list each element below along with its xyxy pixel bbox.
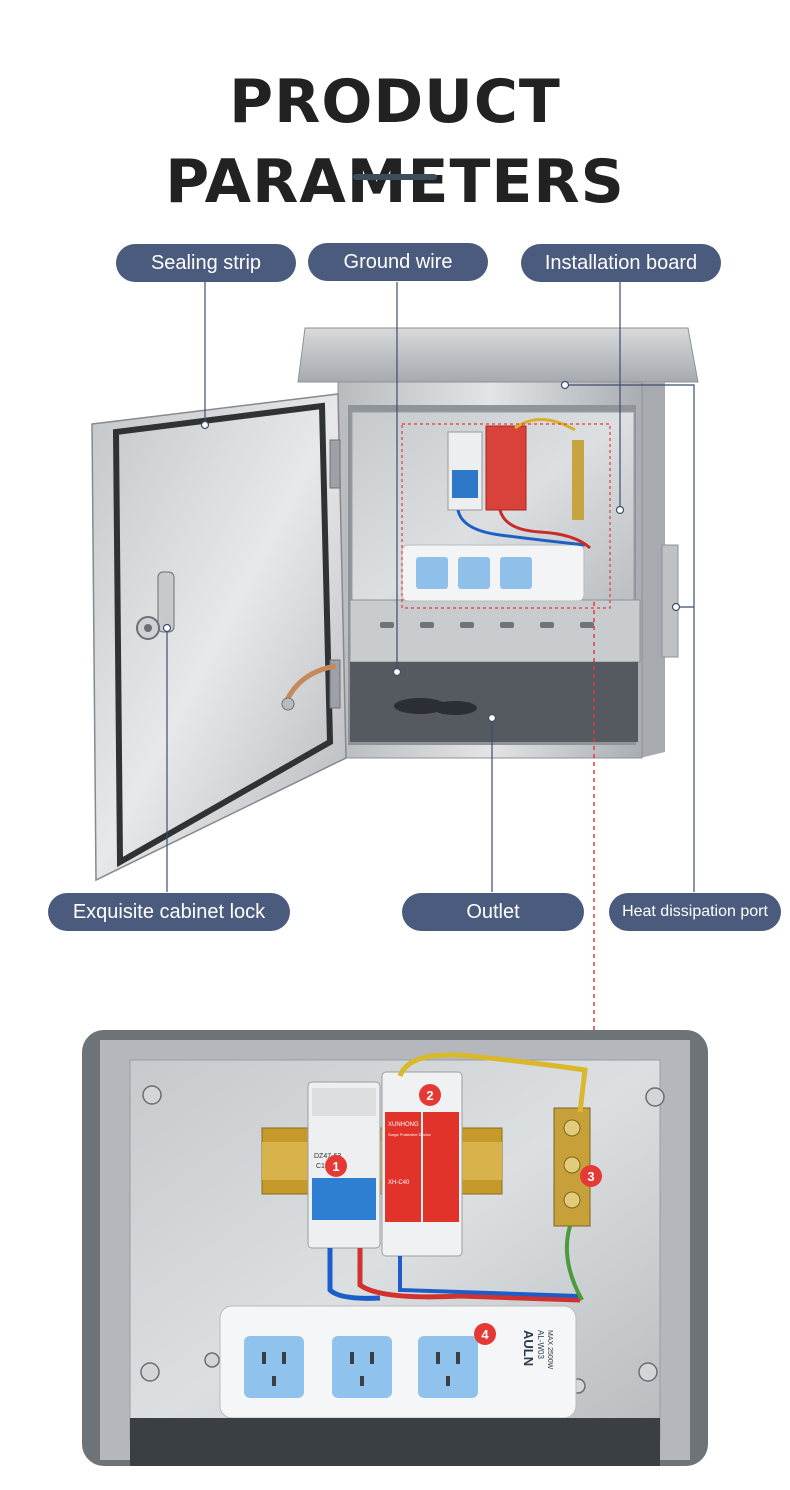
label-cabinet-lock: Exquisite cabinet lock: [48, 893, 290, 931]
callout-2: 2: [426, 1088, 433, 1103]
callout-3: 3: [587, 1169, 594, 1184]
enclosure: [297, 327, 699, 759]
label-heat-dissipation-port: Heat dissipation port: [609, 893, 781, 931]
callout-1: 1: [332, 1159, 339, 1174]
label-leader-lines: [162, 282, 695, 892]
label-outlet: Outlet: [402, 893, 584, 931]
title-underline: [353, 174, 437, 180]
strip-model-text: AL-W03: [536, 1330, 545, 1359]
label-installation-board: Installation board: [521, 244, 721, 282]
spd-type-text: Surge Protective Device: [388, 1132, 432, 1137]
callout-badges: 1 2 3 4: [325, 1084, 602, 1345]
breaker-model-text: DZ47-63: [314, 1153, 341, 1160]
label-ground-wire: Ground wire: [308, 243, 488, 281]
strip-brand-text: AULN: [521, 1330, 536, 1366]
cabinet-door: [91, 393, 347, 882]
page-title: PRODUCT PARAMETERS: [165, 67, 625, 217]
detail-closeup: [82, 1030, 708, 1466]
label-sealing-strip: Sealing strip: [116, 244, 296, 282]
breaker-rating-text: C16: [316, 1163, 329, 1170]
spd-model-text: XH-C40: [388, 1180, 410, 1186]
strip-power-text: MAX 2500W: [546, 1330, 553, 1370]
callout-4: 4: [481, 1327, 489, 1342]
spd-brand-text: XUNHONG: [388, 1122, 419, 1128]
